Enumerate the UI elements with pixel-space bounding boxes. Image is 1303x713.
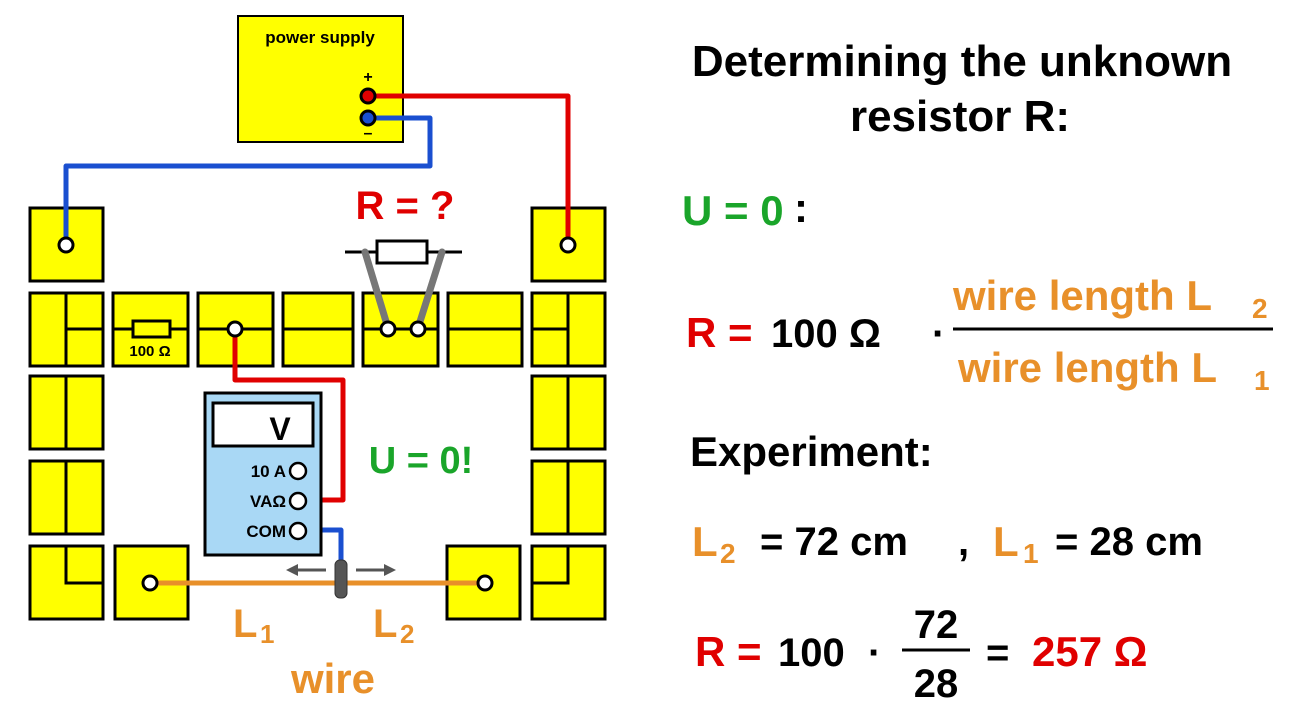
result-dot: · bbox=[868, 631, 881, 675]
plus-sign: + bbox=[363, 69, 372, 86]
meter-port-vaohm: VAΩ bbox=[250, 492, 286, 511]
terminals bbox=[57, 87, 577, 592]
title-line-1: Determining the unknown bbox=[692, 37, 1232, 86]
l2-symbol: L bbox=[692, 518, 718, 565]
circuit-wires bbox=[63, 93, 571, 586]
meter-display: V bbox=[269, 411, 291, 447]
meter-port-10a: 10 A bbox=[251, 462, 286, 481]
condition-colon: : bbox=[794, 184, 808, 231]
power-supply-label: power supply bbox=[265, 28, 375, 47]
result-r: R = bbox=[695, 628, 762, 675]
unknown-resistor bbox=[345, 239, 462, 332]
condition-u: U = 0 bbox=[682, 187, 784, 234]
l1-sub: 1 bbox=[1023, 538, 1039, 569]
l1-value: = 28 cm bbox=[1055, 520, 1203, 564]
meter-red-lead bbox=[232, 329, 346, 503]
explanation-panel: Determining the unknown resistor R: U = … bbox=[682, 37, 1273, 706]
result-num: 72 bbox=[914, 603, 959, 647]
numerator-sub: 2 bbox=[1252, 293, 1268, 324]
port-vaohm-icon bbox=[288, 491, 308, 511]
result-den: 28 bbox=[914, 662, 959, 706]
meter-port-com: COM bbox=[246, 522, 286, 541]
unknown-resistor-label: R = ? bbox=[356, 184, 455, 228]
wire-label: wire bbox=[290, 655, 375, 702]
known-resistor: 100 Ω bbox=[129, 319, 172, 360]
denominator: wire length L bbox=[957, 344, 1217, 391]
formula-value: 100 Ω bbox=[771, 312, 881, 356]
comma: , bbox=[958, 520, 969, 564]
port-com-icon bbox=[288, 521, 308, 541]
formula-r: R = bbox=[686, 309, 753, 356]
tile-conductors bbox=[64, 293, 570, 585]
experiment-heading: Experiment: bbox=[690, 428, 933, 475]
result-value: 257 Ω bbox=[1032, 628, 1147, 675]
title-line-2: resistor R: bbox=[850, 92, 1070, 141]
negative-wire bbox=[63, 115, 433, 245]
result-eq: = bbox=[986, 631, 1009, 675]
l2-value: = 72 cm bbox=[760, 520, 908, 564]
known-resistor-label: 100 Ω bbox=[129, 343, 170, 360]
minus-sign: – bbox=[364, 125, 373, 142]
wire-segment-left: L bbox=[233, 602, 257, 646]
wire-segment-right: L bbox=[373, 602, 397, 646]
formula-dot: · bbox=[932, 312, 945, 356]
numerator: wire length L bbox=[952, 272, 1212, 319]
slider-contact bbox=[286, 559, 396, 599]
port-10a-icon bbox=[288, 461, 308, 481]
zero-voltage-note: U = 0! bbox=[369, 440, 474, 482]
result-100: 100 bbox=[778, 631, 845, 675]
positive-wire bbox=[368, 93, 571, 245]
wire-segment-right-sub: 2 bbox=[400, 619, 414, 649]
wire-segment-labels: L 1 L 2 wire bbox=[233, 602, 414, 702]
l1-symbol: L bbox=[993, 518, 1019, 565]
voltmeter: V 10 A VAΩ COM bbox=[203, 391, 323, 557]
denominator-sub: 1 bbox=[1254, 365, 1270, 396]
l2-sub: 2 bbox=[720, 538, 736, 569]
wire-segment-left-sub: 1 bbox=[260, 619, 274, 649]
power-supply: power supply + – bbox=[237, 15, 404, 143]
